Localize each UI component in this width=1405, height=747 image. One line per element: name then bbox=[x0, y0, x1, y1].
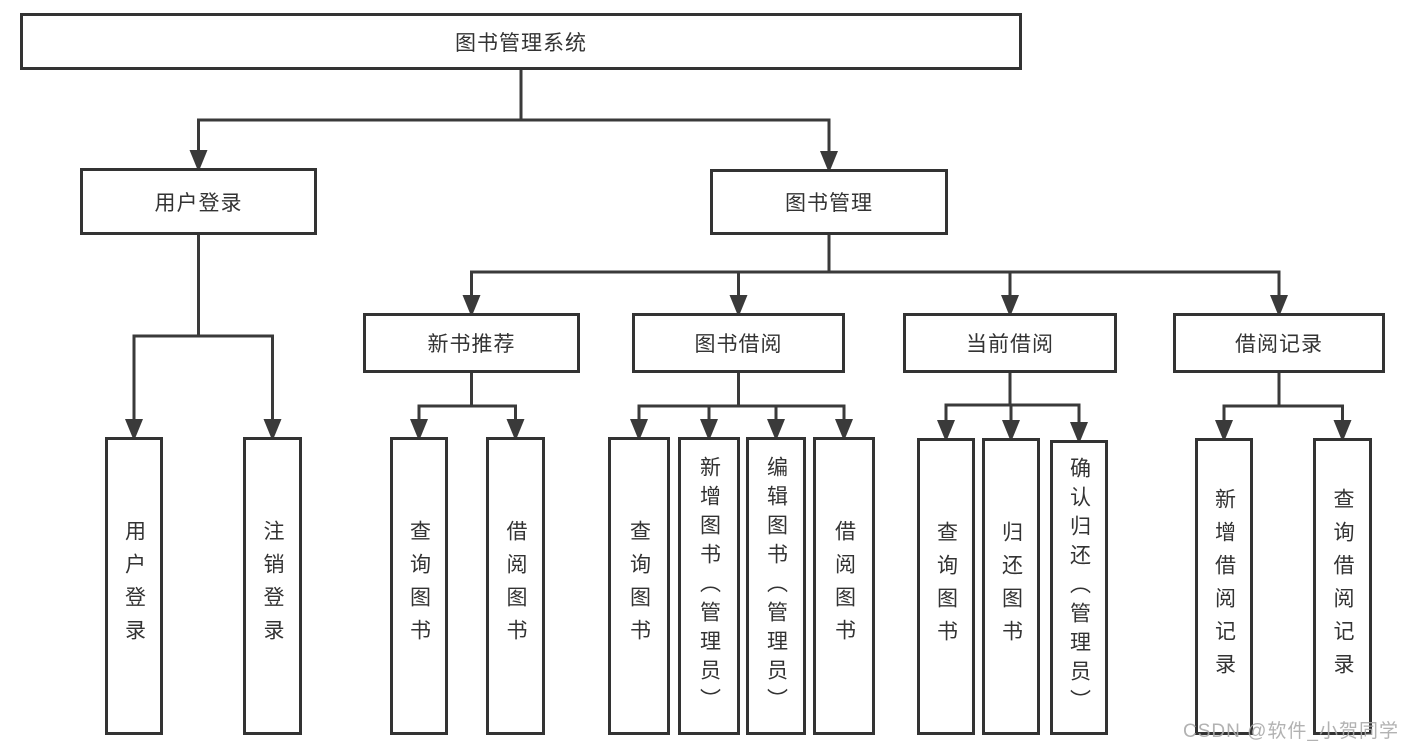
node-leaf_nb_2: 借阅图书 bbox=[486, 437, 545, 735]
arrowhead-icon bbox=[1001, 295, 1019, 317]
node-label: 查询图书 bbox=[627, 520, 651, 652]
node-newbook: 新书推荐 bbox=[363, 313, 580, 373]
node-leaf_cur_1: 查询图书 bbox=[917, 438, 975, 735]
arrowhead-icon bbox=[729, 295, 748, 317]
node-label: 当前借阅 bbox=[966, 333, 1054, 356]
node-label: 借阅图书 bbox=[504, 520, 527, 652]
node-label: 新增图书（管理员） bbox=[697, 455, 721, 717]
arrowhead-icon bbox=[700, 419, 718, 441]
node-label: 借阅图书 bbox=[832, 520, 856, 652]
arrowhead-icon bbox=[820, 151, 838, 173]
node-label: 查询图书 bbox=[407, 520, 431, 652]
node-label: 图书管理 bbox=[785, 192, 873, 215]
arrowhead-icon bbox=[462, 295, 481, 317]
arrowhead-icon bbox=[937, 420, 955, 442]
arrowhead-icon bbox=[1333, 420, 1352, 442]
node-label: 编辑图书（管理员） bbox=[764, 455, 788, 717]
arrowhead-icon bbox=[1002, 420, 1020, 442]
node-current: 当前借阅 bbox=[903, 313, 1117, 373]
node-records: 借阅记录 bbox=[1173, 313, 1385, 373]
node-label: 确认归还（管理员） bbox=[1067, 457, 1091, 718]
node-label: 查询图书 bbox=[934, 520, 958, 653]
connector-path bbox=[1222, 372, 1344, 420]
node-label: 注销登录 bbox=[261, 520, 284, 652]
node-label: 用户登录 bbox=[122, 520, 146, 652]
node-label: 查询借阅记录 bbox=[1331, 487, 1354, 686]
arrowhead-icon bbox=[263, 419, 282, 441]
connector-path bbox=[944, 372, 1081, 422]
node-label: 图书管理系统 bbox=[455, 31, 587, 55]
node-leaf_login_1: 用户登录 bbox=[105, 437, 163, 735]
connector-path bbox=[197, 69, 831, 151]
node-leaf_bw_2: 新增图书（管理员） bbox=[678, 437, 740, 735]
node-leaf_login_2: 注销登录 bbox=[243, 437, 302, 735]
arrowhead-icon bbox=[125, 419, 143, 441]
node-borrow: 图书借阅 bbox=[632, 313, 845, 373]
node-label: 新增借阅记录 bbox=[1212, 487, 1236, 686]
node-mgmt: 图书管理 bbox=[710, 169, 948, 235]
node-leaf_cur_2: 归还图书 bbox=[982, 438, 1040, 735]
node-leaf_rec_1: 新增借阅记录 bbox=[1195, 438, 1253, 735]
node-login: 用户登录 bbox=[80, 168, 317, 235]
arrowhead-icon bbox=[767, 419, 785, 441]
node-leaf_nb_1: 查询图书 bbox=[390, 437, 448, 735]
arrowhead-icon bbox=[835, 419, 853, 441]
connector-path bbox=[417, 372, 517, 419]
node-label: 用户登录 bbox=[154, 191, 243, 215]
node-root: 图书管理系统 bbox=[20, 13, 1022, 70]
arrowhead-icon bbox=[1215, 420, 1233, 442]
node-leaf_bw_3: 编辑图书（管理员） bbox=[746, 437, 806, 735]
node-label: 借阅记录 bbox=[1235, 333, 1323, 356]
node-label: 归还图书 bbox=[999, 520, 1023, 653]
node-leaf_cur_3: 确认归还（管理员） bbox=[1050, 440, 1108, 735]
node-leaf_bw_1: 查询图书 bbox=[608, 437, 670, 735]
arrowhead-icon bbox=[1070, 422, 1088, 444]
arrowhead-icon bbox=[189, 150, 208, 172]
arrowhead-icon bbox=[410, 419, 428, 441]
node-label: 新书推荐 bbox=[427, 333, 516, 356]
arrowhead-icon bbox=[630, 419, 648, 441]
node-leaf_rec_2: 查询借阅记录 bbox=[1313, 438, 1372, 735]
node-label: 图书借阅 bbox=[694, 333, 783, 356]
arrowhead-icon bbox=[506, 419, 525, 441]
connector-path bbox=[637, 372, 846, 419]
connector-path bbox=[470, 234, 1281, 295]
node-leaf_bw_4: 借阅图书 bbox=[813, 437, 875, 735]
arrowhead-icon bbox=[1270, 295, 1288, 317]
connector-path bbox=[132, 234, 274, 419]
